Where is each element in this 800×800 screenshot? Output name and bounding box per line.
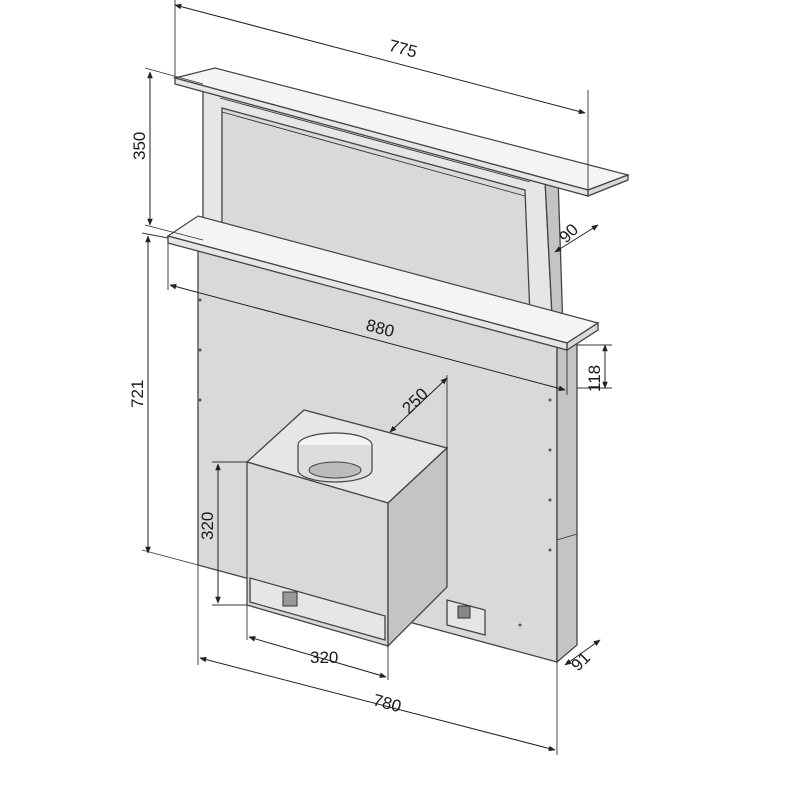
dim-780 xyxy=(197,565,558,755)
dim-775 xyxy=(174,0,589,190)
dim-320-vertical xyxy=(212,461,247,606)
label-780: 780 xyxy=(371,691,403,717)
duct-collar xyxy=(297,432,373,483)
dim-721 xyxy=(141,232,199,566)
label-118: 118 xyxy=(585,365,604,392)
label-721: 721 xyxy=(128,380,147,408)
hood-riser xyxy=(202,83,564,337)
label-350: 350 xyxy=(130,132,149,160)
dim-350 xyxy=(144,67,204,241)
label-320-vertical: 320 xyxy=(198,512,217,540)
label-91: 91 xyxy=(567,648,594,675)
dim-91 xyxy=(564,639,601,666)
label-320-horizontal: 320 xyxy=(310,648,338,667)
dim-250 xyxy=(389,375,448,448)
dim-90 xyxy=(554,224,599,253)
dim-118 xyxy=(577,344,612,389)
label-775: 775 xyxy=(387,36,419,62)
electrical-box xyxy=(446,599,486,636)
dim-880 xyxy=(167,243,568,395)
